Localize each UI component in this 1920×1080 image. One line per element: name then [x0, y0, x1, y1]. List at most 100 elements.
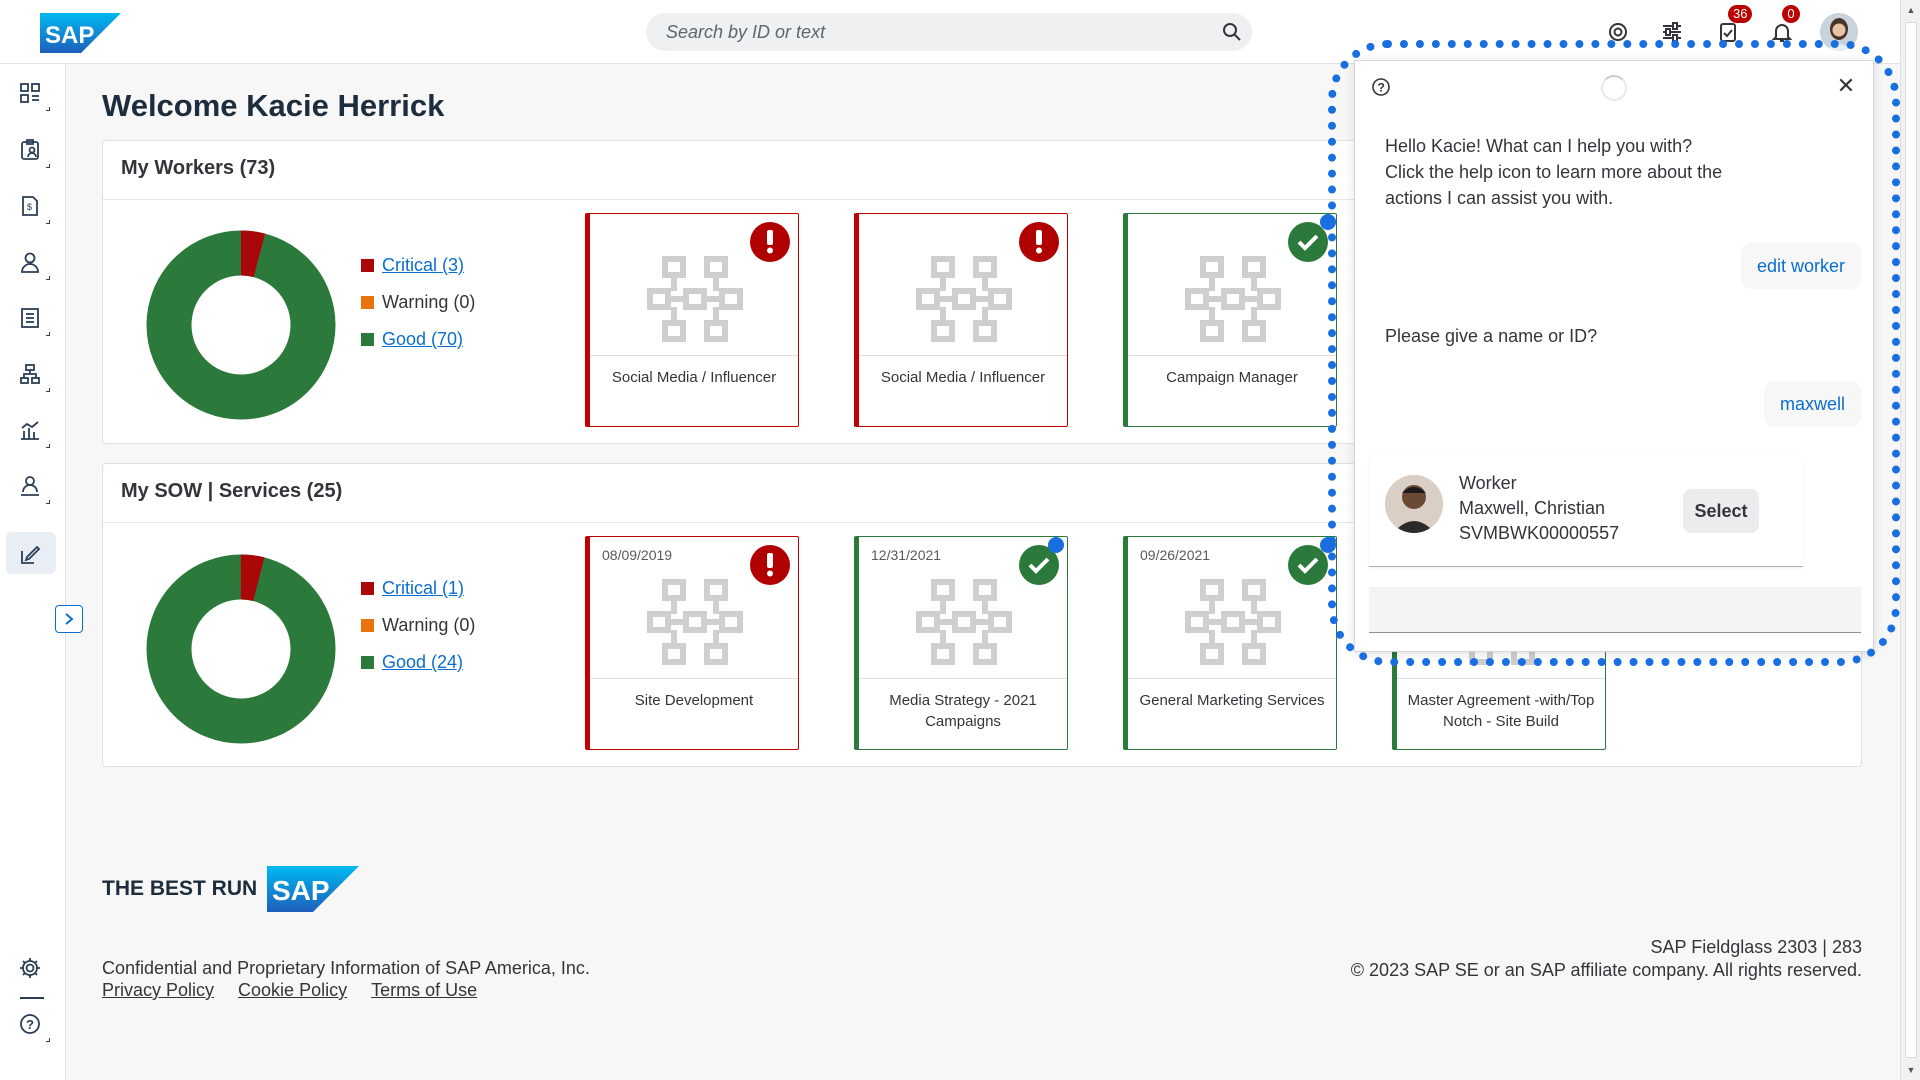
placeholder-network-icon: [916, 579, 1012, 665]
select-worker-button[interactable]: Select: [1683, 489, 1759, 533]
sow-tile[interactable]: 09/26/2021 General Marketing Services: [1123, 536, 1337, 750]
scroll-up-arrow-icon[interactable]: ▲: [1906, 5, 1916, 15]
assistant-name-prompt: Please give a name or ID?: [1385, 326, 1598, 346]
digital-assistant-panel: ? ✕ Hello Kacie! What can I help you wit…: [1354, 60, 1874, 652]
workers-legend-good[interactable]: Good (70): [361, 321, 475, 358]
privacy-policy-link[interactable]: Privacy Policy: [102, 980, 215, 1000]
my-sow-title: My SOW | Services (25): [121, 480, 343, 502]
footer-brand-text: THE BEST RUN: [102, 877, 258, 900]
side-nav-settings-gear-icon[interactable]: [16, 954, 44, 982]
side-nav-expand-button[interactable]: [55, 605, 83, 633]
highlight-dot: [1320, 214, 1336, 230]
footer-copyright: © 2023 SAP SE or an SAP affiliate compan…: [1350, 960, 1862, 980]
critical-status-icon: [750, 222, 790, 262]
workers-donut-chart[interactable]: [145, 229, 337, 421]
shell-header: SAP 36 0: [0, 0, 1900, 64]
placeholder-network-icon: [647, 256, 743, 342]
footer-version: SAP Fieldglass 2303 | 283: [1650, 937, 1862, 957]
scroll-down-arrow-icon[interactable]: ▼: [1906, 1065, 1916, 1075]
search-bar[interactable]: [646, 13, 1252, 51]
sow-legend-critical[interactable]: Critical (1): [361, 570, 475, 607]
page-title: Welcome Kacie Herrick: [102, 88, 445, 123]
assistant-greeting: Hello Kacie! What can I help you with? C…: [1385, 136, 1723, 208]
footer-sap-logo: SAP: [267, 866, 360, 912]
tile-label: Social Media / Influencer: [880, 369, 1046, 386]
my-workers-title: My Workers (73): [121, 157, 276, 179]
tasks-badge: 36: [1728, 5, 1753, 23]
side-nav-invoice-icon[interactable]: $: [16, 192, 50, 224]
side-nav-dashboard-icon[interactable]: [16, 79, 50, 111]
tile-label: Media Strategy - 2021 Campaigns: [889, 692, 1037, 730]
page-scrollbar[interactable]: ▲ ▼: [1900, 0, 1920, 1080]
side-nav-help-icon[interactable]: ?: [16, 1010, 50, 1042]
assistant-message-input[interactable]: [1369, 587, 1861, 633]
footer-right: SAP Fieldglass 2303 | 283 © 2023 SAP SE …: [1351, 936, 1862, 982]
search-icon[interactable]: [1222, 22, 1242, 42]
tasks-icon[interactable]: 36: [1714, 5, 1753, 46]
placeholder-network-icon: [916, 256, 1012, 342]
scroll-thumb[interactable]: [1905, 22, 1917, 1058]
side-nav-clipboard-user-icon[interactable]: [16, 136, 50, 168]
terms-of-use-link[interactable]: Terms of Use: [371, 980, 478, 1000]
svg-text:SAP: SAP: [45, 22, 94, 49]
workers-legend-warning: Warning (0): [361, 284, 475, 321]
worker-tile[interactable]: Campaign Manager: [1123, 213, 1337, 427]
side-nav-supplier-icon[interactable]: [16, 472, 50, 504]
worker-tile[interactable]: Social Media / Influencer: [854, 213, 1068, 427]
placeholder-network-icon: [647, 579, 743, 665]
side-navigation: $ ?: [0, 64, 83, 1080]
sow-legend-good[interactable]: Good (24): [361, 644, 475, 681]
search-input[interactable]: [666, 13, 1186, 51]
sow-tile[interactable]: 08/09/2019 Site Development: [585, 536, 799, 750]
sow-legend: Critical (1) Warning (0) Good (24): [361, 570, 475, 681]
side-nav-org-chart-icon[interactable]: [16, 360, 50, 392]
side-nav-document-list-icon[interactable]: [16, 304, 50, 336]
tile-date: 08/09/2019: [602, 547, 673, 563]
tile-label: General Marketing Services: [1139, 692, 1325, 709]
notifications-badge: 0: [1782, 5, 1800, 23]
worker-name: Maxwell, Christian: [1459, 498, 1606, 518]
highlight-dot: [1048, 537, 1064, 553]
cookie-policy-link[interactable]: Cookie Policy: [238, 980, 348, 1000]
workers-legend-critical[interactable]: Critical (3): [361, 247, 475, 284]
sow-donut-chart[interactable]: [145, 553, 337, 745]
worker-id: SVMBWK00000557: [1459, 523, 1620, 543]
critical-status-icon: [750, 545, 790, 585]
highlight-ring: [1328, 40, 1900, 666]
good-status-check-icon: [1288, 545, 1328, 585]
worker-details: Worker Maxwell, Christian SVMBWK00000557: [1459, 471, 1619, 546]
worker-type: Worker: [1459, 473, 1517, 493]
footer-confidential: Confidential and Proprietary Information…: [102, 958, 590, 978]
footer-links: Privacy Policy Cookie Policy Terms of Us…: [102, 980, 477, 1001]
notifications-bell-icon[interactable]: 0: [1768, 5, 1800, 46]
critical-status-icon: [1019, 222, 1059, 262]
settings-sliders-icon[interactable]: [1658, 18, 1686, 46]
side-nav-analytics-icon[interactable]: [16, 416, 50, 448]
worker-result-card: Worker Maxwell, Christian SVMBWK00000557…: [1369, 453, 1803, 567]
user-message-edit-worker: edit worker: [1740, 243, 1861, 289]
side-nav-person-icon[interactable]: [16, 248, 50, 280]
loading-spinner-icon: [1601, 75, 1627, 101]
user-message-maxwell: maxwell: [1763, 381, 1861, 427]
svg-text:SAP: SAP: [272, 875, 330, 906]
tile-label: Social Media / Influencer: [611, 369, 777, 386]
good-status-check-icon: [1288, 222, 1328, 262]
svg-text:$: $: [27, 202, 32, 212]
worker-avatar: [1385, 475, 1443, 533]
placeholder-network-icon: [1185, 256, 1281, 342]
placeholder-network-icon: [1185, 579, 1281, 665]
side-nav-divider: [20, 997, 44, 999]
tile-date: 12/31/2021: [871, 547, 942, 563]
worker-tile[interactable]: Social Media / Influencer: [585, 213, 799, 427]
tile-label: Campaign Manager: [1166, 369, 1298, 386]
highlight-dot: [1320, 537, 1336, 553]
tile-date: 09/26/2021: [1140, 547, 1211, 563]
tile-label: Site Development: [634, 692, 754, 709]
sap-logo[interactable]: SAP: [40, 13, 121, 53]
tile-label: Master Agreement -with/Top Notch - Site …: [1407, 692, 1595, 730]
svg-text:?: ?: [26, 1017, 34, 1032]
sow-tile[interactable]: 12/31/2021 Media Strategy - 2021 Campaig…: [854, 536, 1068, 750]
side-nav-edit-icon[interactable]: [16, 540, 44, 568]
sow-legend-warning: Warning (0): [361, 607, 475, 644]
workers-legend: Critical (3) Warning (0) Good (70): [361, 247, 475, 358]
